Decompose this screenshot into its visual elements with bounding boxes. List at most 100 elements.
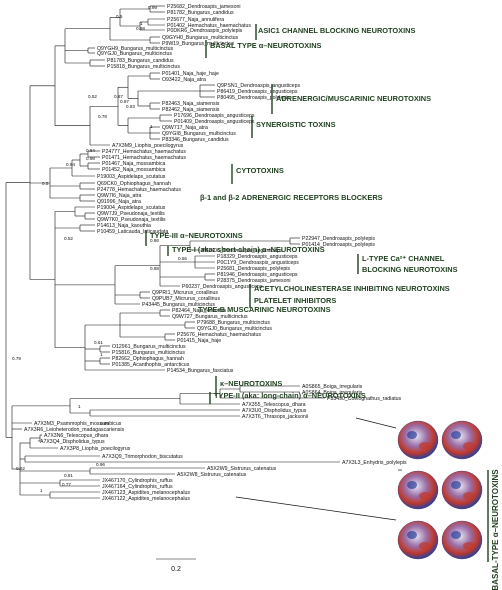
structure-patch [407,431,417,439]
clade-label: CYTOTOXINS [236,166,284,175]
bootstrap-value: 0.52 [88,94,97,99]
leaf-label: P15818_Bungarus_multicinctus [107,64,180,70]
bootstrap-value: 0.61 [94,340,103,345]
leaf-label: Q9W717_Naja_atra [162,125,208,131]
tree-branches [5,5,340,499]
leaf-label: P01409_Dendroaspis_angusticeps [174,119,255,125]
structure-patch [451,481,461,489]
bootstrap-value: 0.78 [98,114,107,119]
pointer-arrow [235,496,397,521]
structure-patch [463,542,475,550]
leaf-label: P81783_Bungarus_candidus [107,58,174,64]
leaf-label: Q69CK0_Ophiophagus_hannah [97,181,171,187]
leaf-label: P82462_Naja_siamensis [162,107,220,113]
protein-structure-image [441,520,483,560]
bootstrap-value: 1 [150,124,153,129]
leaf-label: Q9YGI8_Bungarus_multicinctus [162,131,236,137]
leaf-label: A7X3N6_Telescopus_dhara [44,433,108,439]
bootstrap-value: 0.94 [66,162,75,167]
leaf-label: P01385_Acanthophis_antarcticus [112,362,190,368]
leaf-label: P82464_Naja_kaouthia [172,308,226,314]
clade-label: BASAL TYPE α–NEUROTOXINS [210,41,322,50]
leaf-label: Q9GYH0_Bungarus_multicinctus [162,35,239,41]
bootstrap-value: 0.87 [120,99,129,104]
bootstrap-value: 0.93 [126,104,135,109]
clade-label: TYPE-B MUSCARINIC NEUROTOXINS [198,305,331,314]
structure-patch [419,442,431,450]
leaf-label: Q9PSN1_Dendroaspis_angusticeps [217,83,300,89]
bootstrap-value: 0.84 [86,148,95,153]
leaf-label: P43445_Bungarus_multicinctus [142,302,215,308]
leaf-label: Q9W7J9_Pseudonaja_textilis [97,211,165,217]
leaf-label: P83490_Coelognathus_radiatus [327,396,402,402]
leaf-label: P01401_Naja_haje_haje [162,71,219,77]
scale-bar-label: 0.2 [171,566,181,573]
clade-label: SYNERGISTIC TOXINS [256,120,336,129]
leaf-label: P18329_Dendroaspis_angusticeps [217,254,298,260]
leaf-label: P9W19_Bungarus_multicinctus [162,41,234,47]
leaf-label: P79688_Bungarus_multicinctus [197,320,270,326]
pointer-arrow [355,417,397,429]
leaf-label: A7X3M9_Liophis_poecilogyrus [112,143,184,149]
clade-label: L-TYPE Ca²⁺ CHANNEL [362,254,445,263]
leaf-label: P17696_Dendroaspis_angusticeps [174,113,255,119]
clade-label: β-1 and β-2 ADRENERGIC RECEPTORS BLOCKER… [200,193,383,202]
leaf-label: P24777_Hemachatus_haemachatus [102,149,186,155]
leaf-label: P14613_Naja_kaouthia [97,223,151,229]
structure-patch [407,481,417,489]
bootstrap-value: 0.62 [16,466,25,471]
leaf-label: O93422_Naja_atra [162,77,206,83]
leaf-label: O12961_Bungarus_multicinctus [112,344,186,350]
leaf-label: Q9PUB7_Micrurus_corallinus [152,296,220,302]
protein-structure-image [397,520,439,560]
leaf-label: P25677_Naja_annulifera [167,17,224,23]
protein-structure-image [397,420,439,460]
leaf-label: P19004_Aspidelaps_scutatus [97,205,166,211]
bootstrap-value: 0.79 [12,356,21,361]
bootstrap-value: 0.99 [148,5,157,10]
bootstrap-value: 0.77 [62,482,71,487]
leaf-label: P0DKR6_Dendroaspis_polylepis [167,28,243,34]
leaf-label: A7X3M3_Psammophis_mossambicus [34,421,122,427]
bootstrap-value: 1 [78,404,81,409]
bootstrap-value: 0.5 [116,14,123,19]
leaf-label: P83346_Bungarus_candidus [162,137,229,143]
leaf-label: A5X2W9_Sistrurus_catenatus [207,466,277,472]
leaf-label: JX467122_Aspidites_melanocephalus [102,496,190,502]
leaf-label: Q9W7I6_Naja_atra [97,193,142,199]
leaf-label: JX467123_Aspidites_melanocephalus [102,490,190,496]
bootstrap-value: 0.88 [150,266,159,271]
bootstrap-value: 1 [100,352,103,357]
bootstrap-value: 0.52 [64,236,73,241]
leaf-label: A0S865_Boiga_irregularis [302,384,363,390]
leaf-label: P24778_Hemachatus_haemachatus [97,187,181,193]
structure-patch [419,492,431,500]
leaf-label: P82463_Naja_siamensis [162,101,220,107]
bootstrap-value: 0.99 [100,421,109,426]
clade-label: ASIC1 CHANNEL BLOCKING NEUROTOXINS [258,26,415,35]
basal-type-bracket: BASAL-TYPE α–NEUROTOXINS [487,469,500,590]
leaf-label: Q9W727_Bungarus_multicinctus [172,314,248,320]
leaf-label: Q9YGJ0_Bungarus_multicinctus [197,326,272,332]
protein-structure-image [441,470,483,510]
leaf-label: A7X3Q4_Dispholidus_typus [40,439,105,445]
bootstrap-value: 0.87 [114,94,123,99]
bootstrap-value: 0.81 [64,473,73,478]
bootstrap-value: 1 [40,488,43,493]
leaf-label: Q9W7K0_Pseudonaja_textilis [97,217,166,223]
scale-bar: 0.2 [156,558,196,573]
structure-patch [451,531,461,539]
protein-structure-images [235,417,483,560]
leaf-label: A0S864_Boiga_irregularis [302,390,363,396]
structure-patch [419,542,431,550]
leaf-label: P01406_Dendroaspis_angusticeps [202,248,283,254]
leaf-label: P01452_Naja_mossambica [102,167,166,173]
leaf-label: A7X3P8_Liophis_poecilogyrus [60,446,131,452]
leaf-label: Q9PRI1_Micrurus_corallinus [152,290,218,296]
leaf-label: A7X3L3_Enhydris_polylepis [342,460,407,466]
leaf-label: P86419_Dendroaspis_angusticeps [217,89,298,95]
leaf-label: P01471_Hemachatus_haemachatus [102,155,186,161]
protein-structure-image [397,470,439,510]
clade-label: κ–NEUROTOXINS [220,379,282,388]
